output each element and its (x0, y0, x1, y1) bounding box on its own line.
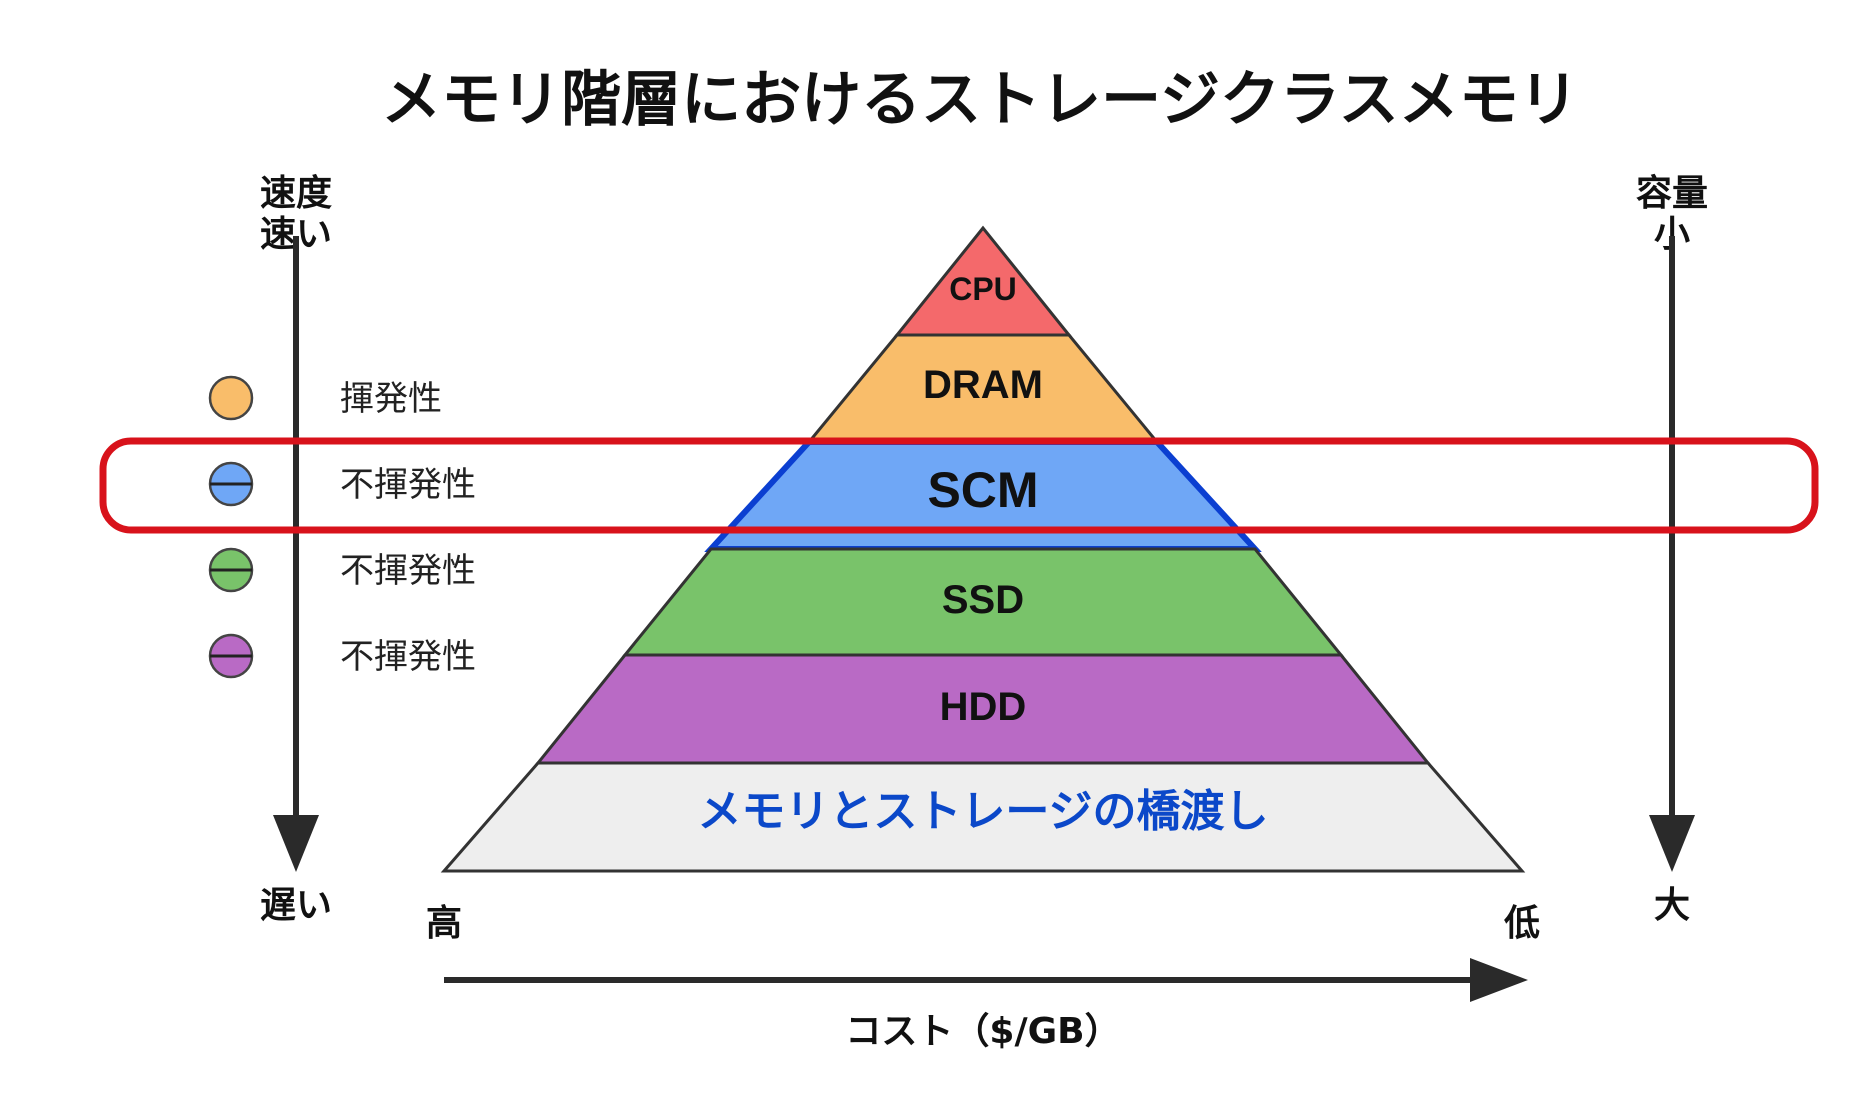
legend-label-nonvolatile-hdd: 不揮発性 (340, 637, 476, 677)
diagram-title: メモリ階層におけるストレージクラスメモリ (381, 65, 1579, 135)
capacity-axis-label: 容量 (1636, 173, 1708, 214)
capacity-axis: 容量 小 大 (1636, 173, 1708, 926)
legend: 揮発性 不揮発性 不揮発性 不揮発性 (208, 375, 476, 679)
layer-label-dram: DRAM (923, 363, 1043, 407)
speed-axis-bottom-label: 遅い (260, 885, 332, 926)
capacity-axis-bottom-label: 大 (1654, 885, 1690, 926)
cost-axis-label: コスト（$/GB） (845, 1011, 1120, 1052)
layer-label-ssd: SSD (942, 578, 1024, 622)
cost-axis: 高 低 コスト（$/GB） (426, 903, 1540, 1052)
legend-item-nonvolatile-ssd: 不揮発性 (208, 547, 476, 593)
scm-highlight-box (99, 437, 1819, 534)
legend-item-nonvolatile-hdd: 不揮発性 (208, 633, 476, 679)
pyramid-tier-base (440, 761, 1526, 873)
legend-label-nonvolatile-scm: 不揮発性 (340, 465, 476, 505)
speed-axis: 速度 速い 遅い (260, 173, 332, 926)
capacity-axis-arrowhead (1649, 815, 1695, 872)
cost-axis-low-label: 低 (1504, 903, 1540, 944)
layer-label-hdd: HDD (940, 685, 1027, 729)
pyramid: CPU DRAM SCM SSD HDD メモリとストレージの橋渡し (440, 225, 1526, 873)
cost-axis-arrowhead (1470, 958, 1528, 1002)
speed-axis-label: 速度 (260, 173, 332, 214)
layer-label-scm: SCM (927, 462, 1038, 518)
legend-item-volatile: 揮発性 (208, 375, 442, 421)
cost-axis-high-label: 高 (426, 903, 462, 944)
layer-label-cpu: CPU (949, 271, 1017, 307)
legend-label-nonvolatile-ssd: 不揮発性 (340, 551, 476, 591)
legend-label-volatile: 揮発性 (340, 379, 442, 419)
speed-axis-arrowhead (273, 815, 319, 872)
bridge-label: メモリとストレージの橋渡し (697, 786, 1268, 837)
legend-marker-volatile (208, 375, 254, 421)
legend-item-nonvolatile-scm: 不揮発性 (208, 461, 476, 507)
